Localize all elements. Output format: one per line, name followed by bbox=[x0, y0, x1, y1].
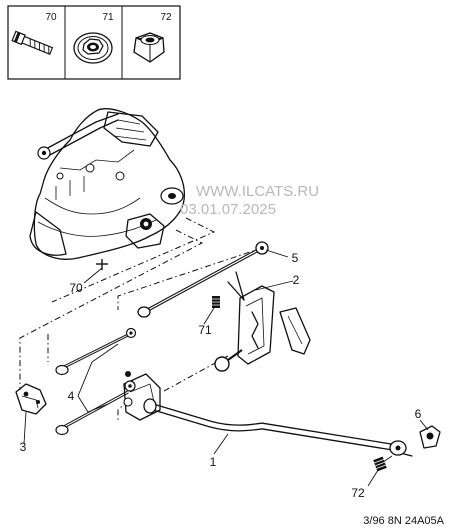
callout-2: 2 bbox=[293, 273, 300, 287]
leader-lines bbox=[23, 249, 429, 487]
callout-72: 72 bbox=[351, 486, 365, 500]
legend-number-71: 71 bbox=[102, 12, 114, 23]
gear-rod-upper bbox=[137, 241, 269, 318]
washer-nut-icon bbox=[73, 32, 113, 64]
bolt-icon bbox=[11, 30, 54, 55]
gear-lever-bracket bbox=[212, 271, 311, 372]
callout-4: 4 bbox=[68, 389, 75, 403]
callout-labels: 1 2 3 4 5 6 70 71 72 bbox=[20, 251, 422, 500]
link-rods bbox=[55, 327, 137, 436]
callout-5: 5 bbox=[292, 251, 299, 265]
gear-selector-shaft bbox=[123, 371, 441, 472]
projection-lines bbox=[19, 217, 263, 420]
callout-6: 6 bbox=[415, 407, 422, 421]
drawing-reference: 3/96 8N 24A05A bbox=[363, 515, 444, 527]
callout-1: 1 bbox=[210, 455, 217, 469]
legend-number-70: 70 bbox=[45, 12, 57, 23]
watermark-site: WWW.ILCATS.RU bbox=[196, 183, 319, 200]
mounting-bracket bbox=[15, 383, 47, 415]
legend-number-72: 72 bbox=[160, 12, 172, 23]
watermark: WWW.ILCATS.RU 03.01.07.2025 bbox=[180, 183, 319, 218]
callout-71: 71 bbox=[198, 323, 212, 337]
gearbox-housing bbox=[29, 108, 186, 260]
callout-3: 3 bbox=[20, 440, 27, 454]
watermark-date: 03.01.07.2025 bbox=[180, 201, 276, 218]
hex-nut-icon bbox=[133, 32, 165, 63]
callout-70: 70 bbox=[69, 281, 83, 295]
parts-legend: 70 71 72 bbox=[7, 5, 181, 80]
